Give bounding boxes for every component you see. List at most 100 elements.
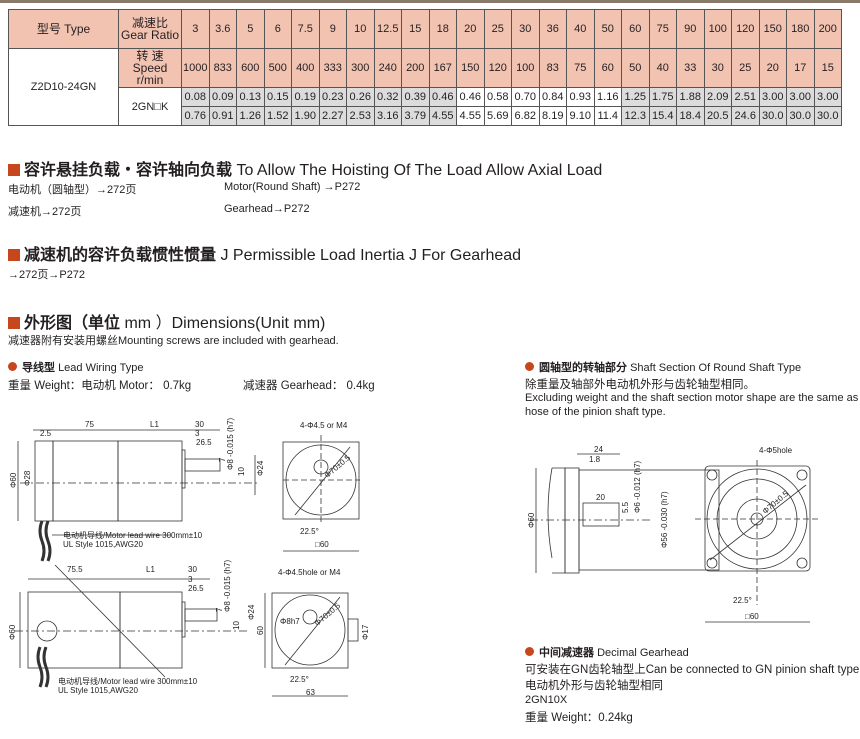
dim-phi8: Φ8 -0.015 (h7) xyxy=(226,417,235,470)
ratio-cell: 36 xyxy=(538,9,567,49)
ratio-cell: 100 xyxy=(703,9,732,49)
round-shaft-note-en-2: hose of the pinion shaft type. xyxy=(525,406,666,418)
torque-cell: 15.4 xyxy=(648,106,677,126)
dim-l1: L1 xyxy=(150,420,159,429)
round-shaft-note-en-1: Excluding weight and the shaft section m… xyxy=(525,392,860,404)
ul-style-label: UL Style 1015,AWG20 xyxy=(63,540,143,549)
dim-20: 20 xyxy=(596,493,605,502)
square-bullet-icon xyxy=(8,164,20,176)
speed-cell: 1000 xyxy=(181,48,210,88)
dim-phi8h7: Φ8h7 xyxy=(280,617,300,626)
ratio-cell: 20 xyxy=(456,9,485,49)
torque-cell: 0.84 xyxy=(538,87,567,107)
torque-cell: 12.3 xyxy=(621,106,650,126)
speed-cell: 500 xyxy=(263,48,292,88)
torque-cell: 0.32 xyxy=(373,87,402,107)
speed-cell: 150 xyxy=(456,48,485,88)
decimal-shape-note: 电动机外形与齿轮轴型相同 xyxy=(525,680,663,692)
torque-cell: 2.09 xyxy=(703,87,732,107)
torque-cell: 24.6 xyxy=(731,106,760,126)
torque-cell: 2.53 xyxy=(346,106,375,126)
torque-cell: 0.93 xyxy=(566,87,595,107)
decimal-gearhead-title: 中间减速器 Decimal Gearhead xyxy=(525,644,689,660)
torque-cell: 1.16 xyxy=(593,87,622,107)
torque-cell: 2.27 xyxy=(318,106,347,126)
ratio-cell: 60 xyxy=(621,9,650,49)
speed-header-en: Speed r/min xyxy=(132,61,168,87)
torque-cell: 0.26 xyxy=(346,87,375,107)
dim-10: 10 xyxy=(237,467,246,476)
dim-24: 24 xyxy=(594,445,603,454)
speed-cell: 40 xyxy=(648,48,677,88)
torque-cell: 0.23 xyxy=(318,87,347,107)
ratio-cell: 25 xyxy=(483,9,512,49)
round-shaft-title: 圆轴型的转轴部分 Shaft Section Of Round Shaft Ty… xyxy=(525,359,801,375)
speed-cell: 833 xyxy=(208,48,237,88)
gearhead-cell: 2GN□K xyxy=(118,87,182,126)
dim-phi24: Φ24 xyxy=(247,604,256,620)
torque-cell: 18.4 xyxy=(676,106,705,126)
torque-cell: 3.00 xyxy=(758,87,787,107)
torque-cell: 1.26 xyxy=(236,106,265,126)
lead-type-title: 导线型 Lead Wiring Type xyxy=(8,359,143,375)
type-header: 型号 Type xyxy=(8,9,119,49)
decimal-weight: 重量 Weight：0.24kg xyxy=(525,712,633,724)
torque-cell: 4.55 xyxy=(428,106,457,126)
dim-3: 3 xyxy=(195,429,200,438)
round-shaft-drawing xyxy=(530,453,820,623)
dim-30: 30 xyxy=(188,565,197,574)
lead-wire-motor-drawing xyxy=(17,429,360,562)
speed-cell: 400 xyxy=(291,48,320,88)
heading-en: To Allow The Hoisting Of The Load Allow … xyxy=(236,162,603,179)
circle-bullet-icon xyxy=(8,362,17,371)
speed-cell: 600 xyxy=(236,48,265,88)
lead-wire-label: 电动机导线/Motor lead wire 300mm±10 xyxy=(63,531,203,540)
ratio-cell: 5 xyxy=(236,9,265,49)
ratio-cell: 150 xyxy=(758,9,787,49)
ratio-cell: 120 xyxy=(731,9,760,49)
ratio-cell: 30 xyxy=(511,9,540,49)
ratio-cell: 3 xyxy=(181,9,210,49)
title-en: Lead Wiring Type xyxy=(58,362,144,374)
dim-26-5: 26.5 xyxy=(196,438,212,447)
square-bullet-icon xyxy=(8,249,20,261)
torque-cell: 3.00 xyxy=(786,87,815,107)
dim-60: 60 xyxy=(256,626,265,635)
torque-cell: 9.10 xyxy=(566,106,595,126)
torque-cell: 3.16 xyxy=(373,106,402,126)
torque-cell: 3.79 xyxy=(401,106,430,126)
dim-phi17: Φ17 xyxy=(361,624,370,640)
speed-cell: 200 xyxy=(401,48,430,88)
dim-phi60: Φ60 xyxy=(9,472,18,488)
ratio-cell: 10 xyxy=(346,9,375,49)
speed-cell: 50 xyxy=(621,48,650,88)
circle-bullet-icon xyxy=(525,647,534,656)
dim-3: 3 xyxy=(188,575,193,584)
ratio-header-en: Gear Ratio xyxy=(120,28,180,42)
speed-cell: 240 xyxy=(373,48,402,88)
torque-cell: 1.75 xyxy=(648,87,677,107)
torque-cell: 0.13 xyxy=(236,87,265,107)
circle-bullet-icon xyxy=(525,362,534,371)
dim-75-5: 75.5 xyxy=(67,565,83,574)
speed-cell: 75 xyxy=(566,48,595,88)
dim-sq60: □60 xyxy=(745,612,759,621)
mounting-note: 减速器附有安装用螺丝Mounting screws are included w… xyxy=(8,335,339,347)
dim-angle: 22.5° xyxy=(300,527,319,536)
decimal-connect-note: 可安装在GN齿轮轴型上Can be connected to GN pinion… xyxy=(525,664,860,676)
dim-hole: 4-Φ5hole xyxy=(759,446,793,455)
section-inertia-heading: 减速机的容许负载惯性惯量 J Permissible Load Inertia … xyxy=(8,241,521,265)
motor-ref-en: Motor(Round Shaft) →P272 xyxy=(224,181,361,193)
dim-2-5: 2.5 xyxy=(40,429,52,438)
ratio-cell: 75 xyxy=(648,9,677,49)
title-cn: 中间减速器 xyxy=(539,647,594,659)
torque-cell: 0.39 xyxy=(401,87,430,107)
torque-cell: 0.09 xyxy=(208,87,237,107)
torque-cell: 20.5 xyxy=(703,106,732,126)
ratio-cell: 6 xyxy=(263,9,292,49)
speed-cell: 333 xyxy=(318,48,347,88)
gearhead-ref-en: Gearhead→P272 xyxy=(224,203,310,215)
